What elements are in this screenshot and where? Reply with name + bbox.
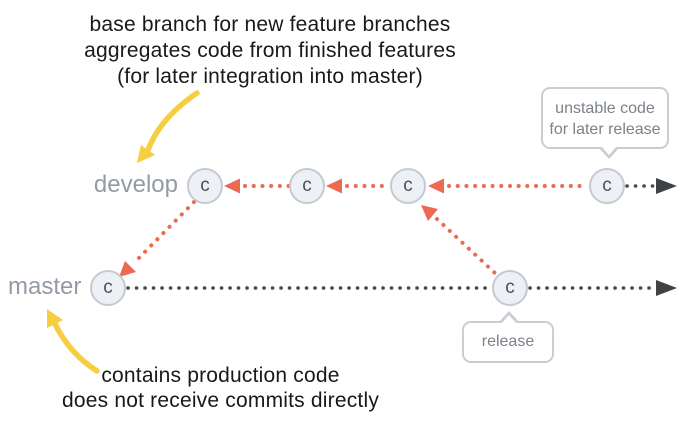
unstable-code-bubble: unstable code for later release xyxy=(541,87,669,159)
develop-note-line-3: (for later integration into master) xyxy=(117,65,423,88)
left-arrowhead-icon xyxy=(224,178,240,194)
master-note: contains production code does not receiv… xyxy=(18,363,423,413)
yellow-arrow-to-develop xyxy=(137,90,200,163)
down-left-arrowhead-icon xyxy=(119,261,136,277)
develop-note: base branch for new feature branches agg… xyxy=(40,12,500,90)
release-bubble: release xyxy=(462,311,554,363)
develop-edge-3 xyxy=(428,178,590,194)
left-arrowhead-icon xyxy=(326,178,342,194)
master-commit-1: c xyxy=(90,270,126,306)
develop-commit-4: c xyxy=(589,168,625,204)
dotted-line xyxy=(435,217,498,276)
branch-off-edge xyxy=(119,200,196,277)
bubble-tail-down xyxy=(598,146,620,159)
right-arrowhead-icon xyxy=(656,280,677,296)
develop-commit-1: c xyxy=(187,168,223,204)
arrowhead-icon xyxy=(137,145,155,163)
develop-edge-2 xyxy=(326,178,392,194)
yellow-arrow-to-master xyxy=(47,309,100,374)
develop-commit-3: c xyxy=(390,168,426,204)
master-note-line-2: does not receive commits directly xyxy=(61,389,380,412)
develop-note-line-1: base branch for new feature branches xyxy=(89,13,451,36)
develop-timeline-continuation xyxy=(625,178,677,194)
left-arrowhead-icon xyxy=(428,178,444,194)
arrow-shaft xyxy=(145,90,200,153)
master-timeline xyxy=(126,280,677,296)
branch-label-master: master xyxy=(8,273,82,300)
master-commit-release: c xyxy=(492,270,528,306)
develop-note-line-2: aggregates code from finished features xyxy=(84,39,456,62)
bubble-tail-up xyxy=(498,311,520,324)
arrow-shaft xyxy=(52,321,100,374)
master-note-line-1: contains production code xyxy=(101,364,340,387)
branch-label-develop: develop xyxy=(93,171,178,198)
unstable-bubble-line-2: for later release xyxy=(549,121,661,138)
release-bubble-label: release xyxy=(481,333,535,350)
unstable-bubble-line-1: unstable code xyxy=(555,100,655,117)
right-arrowhead-icon xyxy=(656,178,677,194)
develop-commit-2: c xyxy=(289,168,325,204)
arrowhead-icon xyxy=(47,309,63,328)
up-left-arrowhead-icon xyxy=(421,205,438,221)
develop-edge-1 xyxy=(224,178,291,194)
dotted-line xyxy=(131,200,196,266)
release-merge-edge xyxy=(421,205,498,276)
